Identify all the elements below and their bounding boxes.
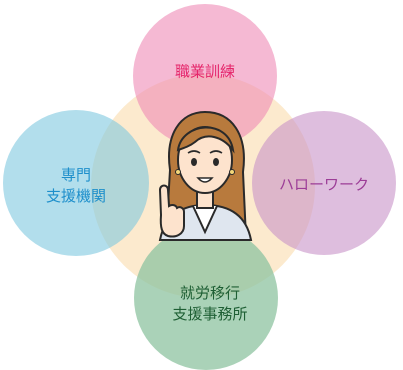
top-node-text: 職業訓練 [174, 62, 236, 81]
right-node-text: ハローワーク [278, 175, 370, 194]
top-node-circle [133, 4, 277, 148]
left-node-line2: 支援機関 [45, 187, 107, 205]
bottom-node-line2: 支援事務所 [172, 305, 248, 323]
left-node-line1: 専門 [60, 166, 92, 184]
woman-pointing-icon [158, 110, 253, 241]
bottom-node-line1: 就労移行 [179, 284, 241, 302]
right-node-label: ハローワーク [279, 175, 369, 196]
left-node-label: 専門 支援機関 [46, 165, 106, 207]
top-node-label: 職業訓練 [175, 62, 235, 83]
right-node-circle [252, 111, 396, 255]
left-node-circle [3, 110, 149, 256]
bottom-node-circle [134, 226, 278, 370]
bottom-node-label: 就労移行 支援事務所 [172, 283, 247, 325]
